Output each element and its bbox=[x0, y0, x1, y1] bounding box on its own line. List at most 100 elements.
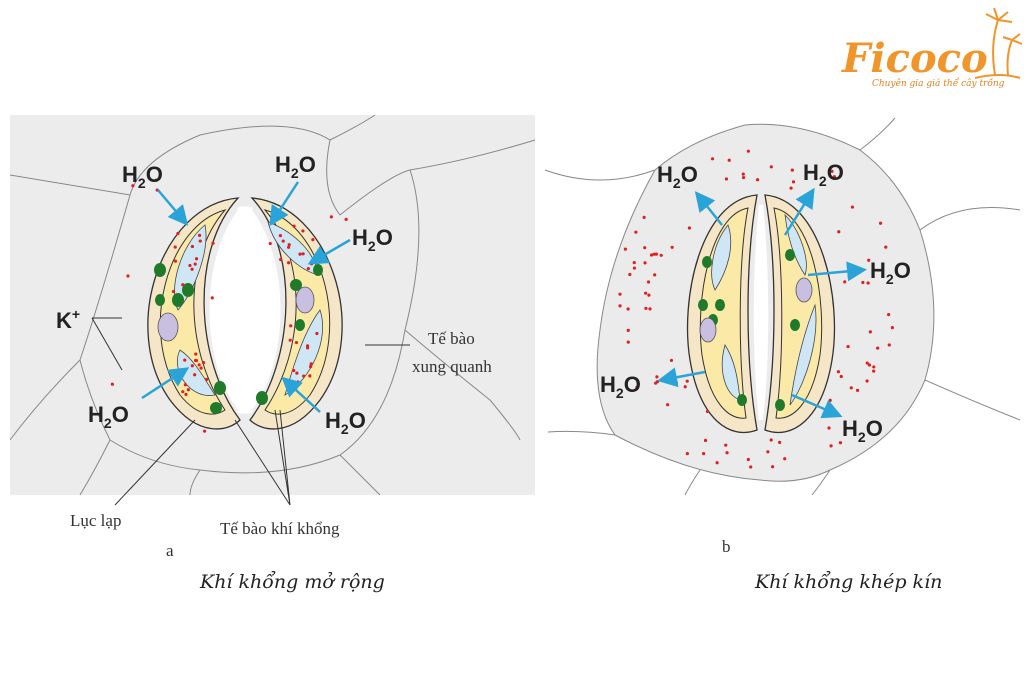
stomatal-pore-open bbox=[209, 206, 281, 414]
potassium-ions-a bbox=[110, 178, 348, 433]
ion-dot bbox=[190, 267, 194, 271]
ion-dot bbox=[644, 306, 648, 310]
ion-dot bbox=[746, 149, 750, 153]
ion-dot bbox=[659, 253, 663, 257]
ion-dot bbox=[865, 361, 869, 365]
ion-dot bbox=[702, 452, 706, 456]
ion-dot bbox=[623, 247, 627, 251]
ion-dot bbox=[194, 257, 199, 261]
h2o-label: H2O bbox=[325, 408, 366, 437]
h2o-label: H2O bbox=[352, 225, 393, 254]
ion-dot bbox=[186, 388, 190, 392]
guard-cell-label: Tế bào khí khổng bbox=[220, 519, 340, 538]
ion-dot bbox=[724, 443, 728, 447]
ion-dot bbox=[769, 438, 773, 442]
ion-dot bbox=[783, 457, 787, 461]
ion-dot bbox=[850, 205, 855, 209]
nuclei-b bbox=[699, 277, 813, 343]
ion-dot bbox=[302, 374, 306, 378]
ion-dot bbox=[837, 230, 841, 234]
ion-dot bbox=[194, 352, 198, 356]
ion-dot bbox=[188, 263, 192, 268]
ion-dot bbox=[308, 374, 312, 378]
ion-dot bbox=[867, 258, 871, 262]
ion-dot bbox=[872, 365, 876, 369]
ion-dot bbox=[876, 346, 880, 350]
ion-dot bbox=[211, 241, 215, 245]
caption-closed: Khí khổng khép kín bbox=[754, 571, 942, 593]
ion-dot bbox=[789, 186, 793, 190]
ion-dot bbox=[183, 383, 187, 387]
ion-dot bbox=[268, 241, 272, 246]
ion-dot bbox=[710, 157, 715, 161]
ion-dot bbox=[715, 461, 719, 465]
ion-dot bbox=[632, 266, 637, 270]
ion-dot bbox=[632, 260, 636, 265]
ion-dot bbox=[183, 358, 187, 362]
ion-dot bbox=[204, 377, 209, 381]
water-labels-a: H2O H2O H2O H2O H2O bbox=[88, 152, 393, 437]
ion-dot bbox=[703, 438, 708, 443]
ion-dot bbox=[626, 328, 630, 333]
ion-dot bbox=[778, 440, 782, 444]
potassium-label: K+ bbox=[56, 306, 80, 333]
chloroplast-label: Lục lạp bbox=[70, 511, 121, 530]
ion-dot bbox=[193, 262, 197, 266]
surrounding-cells-a bbox=[9, 114, 536, 496]
ion-dot bbox=[669, 358, 674, 363]
surrounding-cell-label-2: xung quanh bbox=[412, 357, 492, 376]
ion-dot bbox=[685, 451, 689, 456]
ion-dot bbox=[839, 374, 843, 379]
logo-brand: Ficoco bbox=[841, 35, 988, 82]
guard-cell-right-b bbox=[764, 194, 836, 434]
ion-dot bbox=[836, 370, 841, 374]
ion-dot bbox=[648, 307, 652, 311]
ion-dot bbox=[866, 281, 870, 285]
ion-dot bbox=[829, 444, 833, 448]
ion-dot bbox=[126, 274, 130, 278]
water-labels-b: H2O H2O H2O H2O H2O bbox=[600, 160, 911, 445]
ion-dot bbox=[194, 359, 199, 363]
ion-dot bbox=[181, 390, 185, 394]
surrounding-cell-label: Tế bào bbox=[428, 329, 475, 348]
h2o-label: H2O bbox=[88, 402, 129, 431]
ion-dot bbox=[884, 245, 888, 249]
ion-dot bbox=[294, 340, 299, 345]
ion-dot bbox=[830, 169, 834, 173]
ion-dot bbox=[766, 450, 770, 454]
ion-dot bbox=[846, 344, 850, 349]
ion-dot bbox=[890, 325, 894, 330]
ion-dot bbox=[749, 465, 753, 469]
water-arrows-a bbox=[141, 181, 351, 413]
ion-dot bbox=[643, 246, 647, 250]
ion-dot bbox=[705, 409, 710, 414]
ion-dot bbox=[685, 379, 689, 383]
ion-dot bbox=[292, 368, 296, 373]
ion-dot bbox=[674, 381, 679, 385]
ion-dot bbox=[628, 272, 632, 277]
ion-dot bbox=[306, 266, 310, 271]
h2o-label: H2O bbox=[842, 416, 883, 445]
ion-dot bbox=[289, 324, 293, 328]
ion-dot bbox=[646, 280, 651, 284]
ion-dot bbox=[110, 382, 114, 386]
ion-dot bbox=[727, 158, 731, 162]
ion-dot bbox=[642, 215, 646, 219]
ion-dot bbox=[755, 178, 760, 182]
ion-dot bbox=[288, 338, 292, 342]
ion-dot bbox=[329, 215, 333, 219]
ion-dot bbox=[287, 261, 291, 265]
ion-dot bbox=[193, 373, 197, 377]
ion-dot bbox=[872, 369, 876, 373]
palm-tree-icon bbox=[974, 7, 1023, 79]
ion-dot bbox=[828, 398, 832, 402]
ion-dot bbox=[184, 392, 188, 396]
ion-dot bbox=[173, 259, 178, 263]
leader-lines-a bbox=[91, 317, 410, 506]
ion-dot bbox=[190, 244, 195, 249]
ion-dot bbox=[807, 202, 812, 206]
ion-dot bbox=[649, 253, 654, 257]
ion-dot bbox=[855, 388, 860, 392]
nuclei-a bbox=[157, 286, 315, 342]
ion-dot bbox=[635, 385, 639, 389]
